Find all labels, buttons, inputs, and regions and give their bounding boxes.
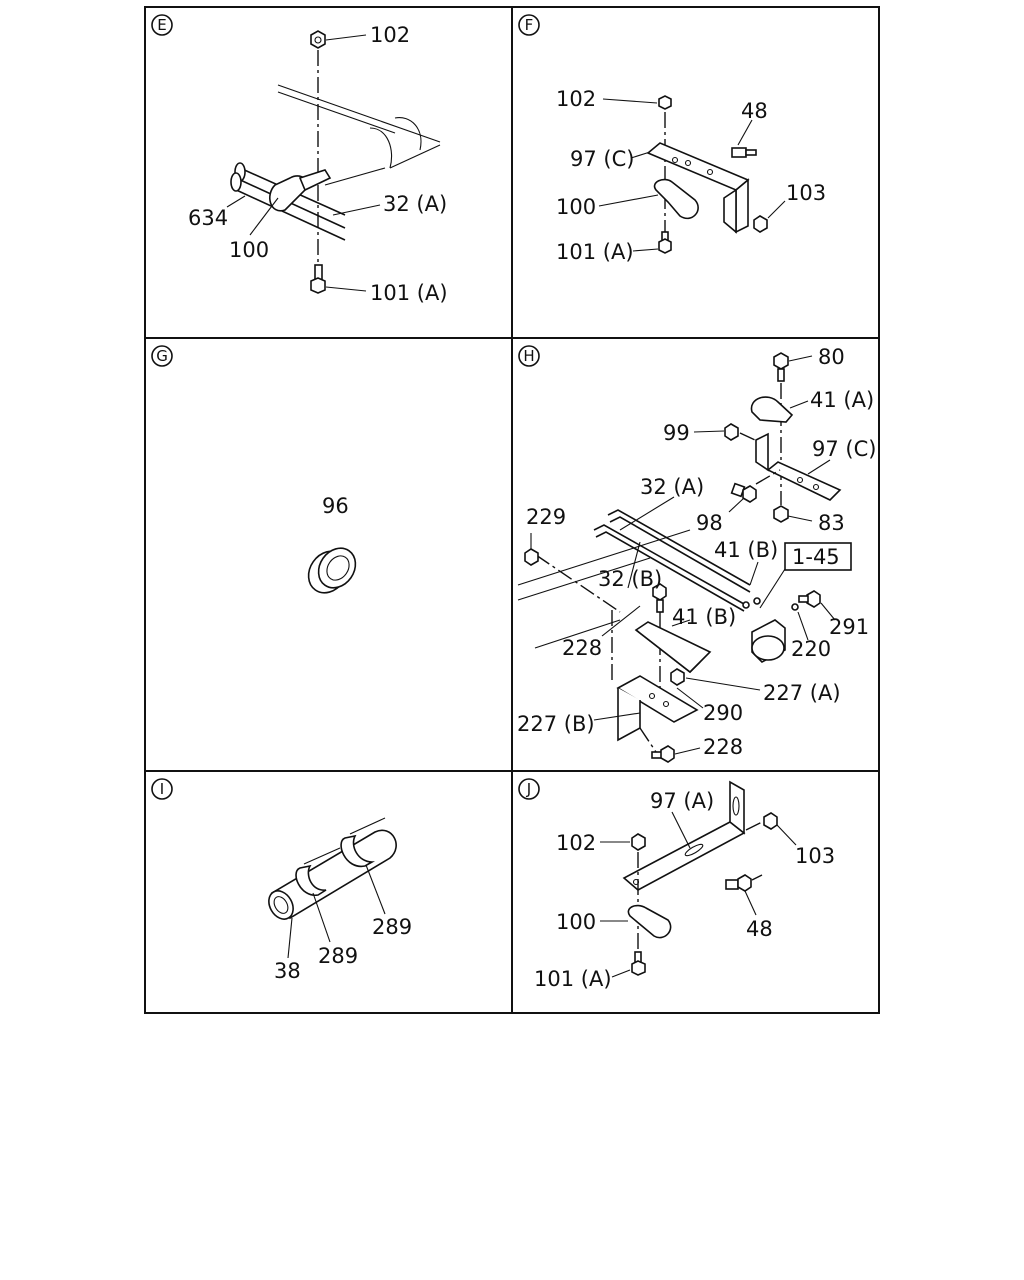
bolt-icon (631, 951, 646, 976)
label-103: 103 (795, 844, 835, 868)
label-227b: 227 (B) (517, 712, 595, 736)
nut-icon (310, 30, 326, 49)
label-103: 103 (786, 181, 826, 205)
bolt-icon (730, 482, 757, 503)
label-289-right: 289 (372, 915, 412, 939)
bolt-icon (658, 231, 672, 254)
panel-f-letter: F (525, 16, 534, 34)
label-289-left: 289 (318, 944, 358, 968)
label-102: 102 (370, 23, 410, 47)
label-80: 80 (818, 345, 845, 369)
label-100: 100 (556, 910, 596, 934)
clip-icon (627, 904, 672, 939)
label-634: 634 (188, 206, 228, 230)
nut-icon (524, 548, 539, 566)
label-97c: 97 (C) (812, 437, 876, 461)
label-41a: 41 (A) (810, 388, 874, 412)
panel-h-letter: H (523, 347, 534, 365)
label-97a: 97 (A) (650, 789, 714, 813)
bracket-icon (646, 142, 750, 234)
label-83: 83 (818, 511, 845, 535)
bolt-icon (310, 264, 326, 294)
grid-frame (144, 6, 880, 1014)
bracket-icon (622, 780, 746, 891)
label-48: 48 (741, 99, 768, 123)
label-102: 102 (556, 831, 596, 855)
clip-icon (269, 169, 332, 212)
panel-e-letter: E (157, 16, 166, 34)
bolt-icon (652, 583, 667, 613)
clip-icon (750, 396, 794, 423)
label-228-upper: 228 (562, 636, 602, 660)
label-227a: 227 (A) (763, 681, 841, 705)
label-291: 291 (829, 615, 869, 639)
nut-icon (724, 423, 739, 441)
label-96: 96 (322, 494, 349, 518)
bolt-icon (725, 874, 752, 892)
panel-j: J 97 (518, 778, 835, 991)
nut-icon (753, 215, 768, 233)
reference-box (784, 542, 852, 571)
pipe-bundle-icon (230, 162, 346, 241)
panel-i: I 289 38 289 (151, 778, 412, 983)
label-100: 100 (229, 238, 269, 262)
label-102: 102 (556, 87, 596, 111)
bracket-icon (616, 675, 699, 742)
label-101a: 101 (A) (534, 967, 612, 991)
label-101a: 101 (A) (370, 281, 448, 305)
panel-j-marker (518, 778, 540, 800)
label-97c: 97 (C) (570, 147, 634, 171)
bolt-icon (798, 590, 821, 608)
bracket-icon (755, 432, 842, 501)
panel-h-marker (518, 345, 540, 367)
label-101a: 101 (A) (556, 240, 634, 264)
label-98: 98 (696, 511, 723, 535)
label-38: 38 (274, 959, 301, 983)
fuel-filter-icon (742, 597, 799, 663)
label-99: 99 (663, 421, 690, 445)
nut-icon (773, 505, 789, 523)
panel-g-marker (151, 345, 173, 367)
frame-rail-e (277, 84, 441, 186)
panel-f: F (518, 14, 826, 264)
nut-icon (658, 95, 672, 110)
label-41b-lower: 41 (B) (672, 605, 736, 629)
panel-g-letter: G (156, 347, 168, 365)
label-290: 290 (703, 701, 743, 725)
panel-f-marker (518, 14, 540, 36)
panel-j-letter: J (526, 780, 531, 798)
label-229: 229 (526, 505, 566, 529)
bolt-icon (651, 745, 675, 763)
rod-icon (593, 509, 751, 612)
nut-icon (670, 668, 685, 686)
grommet-icon (307, 547, 357, 594)
label-32b: 32 (B) (598, 567, 662, 591)
frame-rail-h (517, 529, 691, 649)
bolt-icon (731, 147, 757, 158)
label-32a: 32 (A) (640, 475, 704, 499)
nut-icon (763, 812, 778, 830)
label-228-lower: 228 (703, 735, 743, 759)
label-220: 220 (791, 637, 831, 661)
clamp-icon (295, 817, 386, 896)
label-32a: 32 (A) (383, 192, 447, 216)
panel-e: E (151, 14, 448, 305)
nut-icon (631, 833, 646, 851)
bolt-icon (773, 352, 789, 382)
label-100: 100 (556, 195, 596, 219)
clip-icon (653, 178, 699, 220)
panel-i-marker (151, 778, 173, 800)
label-41b-upper: 41 (B) (714, 538, 778, 562)
label-1-45: 1-45 (792, 545, 840, 569)
panel-i-letter: I (160, 780, 164, 798)
plate-icon (634, 621, 712, 674)
panel-g: G 96 (151, 345, 357, 594)
label-48: 48 (746, 917, 773, 941)
panel-e-marker (151, 14, 173, 36)
panel-h: H (517, 345, 876, 763)
hose-icon (268, 829, 397, 920)
